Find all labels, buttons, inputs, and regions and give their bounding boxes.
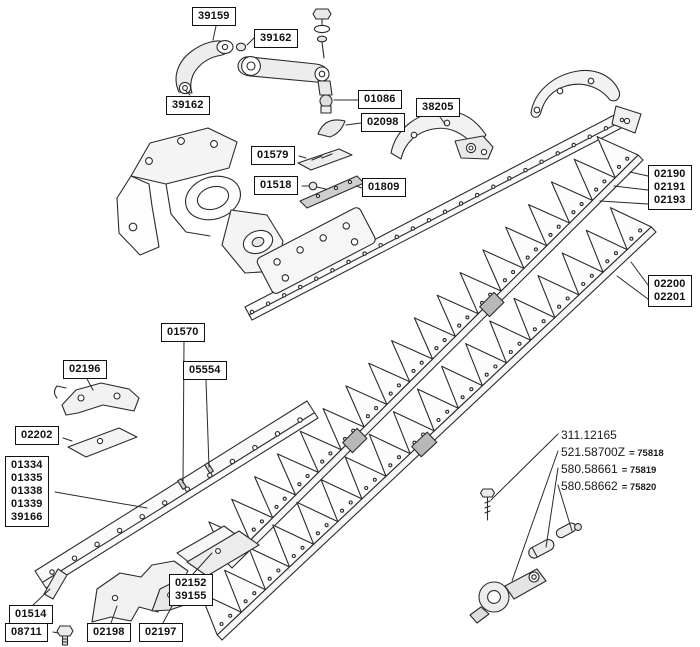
part-number: 02191	[654, 181, 686, 193]
part-number: 02193	[654, 194, 686, 206]
knife-clip-parts	[297, 119, 365, 209]
part-label-01570[interactable]: 01570	[161, 323, 205, 342]
part-number: 01570	[167, 326, 199, 338]
part-number: 01518	[260, 179, 292, 191]
ref-label-580-58661[interactable]: 580.58661= 75819	[561, 462, 656, 476]
pin-05554	[204, 462, 214, 474]
part-number: 02098	[367, 116, 399, 128]
part-number: 02196	[69, 363, 101, 375]
part-number: 05554	[189, 364, 221, 376]
bolt-08711	[56, 625, 74, 646]
part-label-02098[interactable]: 02098	[361, 113, 405, 132]
rail-end-cap	[43, 568, 68, 600]
ref-equivalent-number: = 75819	[621, 465, 657, 476]
part-number: 01809	[368, 181, 400, 193]
part-label-39159[interactable]: 39159	[192, 7, 236, 26]
part-number: 02190	[654, 168, 686, 180]
ref-number: 580.58662	[561, 479, 618, 493]
ref-number: 311.12165	[561, 428, 617, 442]
top-bolt	[312, 8, 332, 20]
part-number: 02198	[93, 626, 125, 638]
part-label-01518[interactable]: 01518	[254, 176, 298, 195]
part-number: 01579	[257, 149, 289, 161]
part-number: 38205	[422, 101, 454, 113]
pin-01570	[177, 478, 187, 490]
part-number: 08711	[11, 626, 42, 638]
cutter-bar-back	[244, 105, 642, 321]
knife-head-guides	[176, 525, 260, 577]
ledger-plate-01579	[297, 148, 353, 171]
ref-label-580-58662[interactable]: 580.58662= 75820	[561, 479, 656, 493]
part-label-01579[interactable]: 01579	[251, 146, 295, 165]
part-label-01086[interactable]: 01086	[358, 90, 402, 109]
part-number: 39155	[175, 590, 207, 602]
plate-02196	[61, 382, 140, 416]
part-number: 39162	[260, 32, 292, 44]
bar-mount-plate	[256, 207, 376, 294]
part-number: 01339	[11, 498, 43, 510]
finger-bar-rail	[34, 400, 319, 600]
ref-equivalent-number: = 75820	[621, 482, 657, 493]
part-number: 02197	[145, 626, 177, 638]
knife-assembly-lower	[199, 207, 657, 641]
part-number: 01086	[364, 93, 396, 105]
part-label-01514[interactable]: 01514	[9, 605, 53, 624]
part-label-02196[interactable]: 02196	[63, 360, 107, 379]
part-label-05554[interactable]: 05554	[183, 361, 227, 380]
part-number: 39166	[11, 511, 43, 523]
ref-label-521-58700Z[interactable]: 521.58700Z= 75818	[561, 445, 664, 459]
part-number: 02152	[175, 577, 207, 589]
part-label-02202[interactable]: 02202	[15, 426, 59, 445]
part-label-02198[interactable]: 02198	[87, 623, 131, 642]
rail-bolt-holes	[49, 417, 303, 575]
bolt-311-12165	[479, 488, 496, 498]
knife-head-assembly	[469, 488, 582, 624]
lift-linkage	[175, 8, 333, 114]
cutter-bar-rivet-holes	[249, 117, 625, 315]
clip-02098	[317, 119, 346, 138]
part-label-02197[interactable]: 02197	[139, 623, 183, 642]
part-number: 02201	[654, 291, 686, 303]
part-number: 01514	[15, 608, 47, 620]
ref-equivalent-number: = 75818	[629, 448, 664, 459]
inner-shoe	[53, 382, 140, 458]
pin-580-58661	[528, 538, 555, 559]
part-number: 02202	[21, 429, 53, 441]
part-label-39162-upper[interactable]: 39162	[254, 29, 298, 48]
ref-number: 580.58661	[561, 462, 618, 476]
part-label-39162-lower[interactable]: 39162	[166, 96, 210, 115]
part-number: 01338	[11, 485, 43, 497]
part-number: 02200	[654, 278, 686, 290]
ref-number: 521.58700Z	[561, 445, 626, 459]
outer-shoe-handle	[530, 69, 621, 118]
part-number: 39162	[172, 99, 204, 111]
ref-label-311-12165[interactable]: 311.12165	[561, 428, 617, 442]
part-label-38205[interactable]: 38205	[416, 98, 460, 117]
part-label-01809[interactable]: 01809	[362, 178, 406, 197]
knife-assembly-upper	[208, 136, 644, 569]
part-label-08711[interactable]: 08711	[5, 623, 48, 642]
part-number: 01335	[11, 472, 43, 484]
part-number: 01334	[11, 459, 43, 471]
part-number: 39159	[198, 10, 230, 22]
